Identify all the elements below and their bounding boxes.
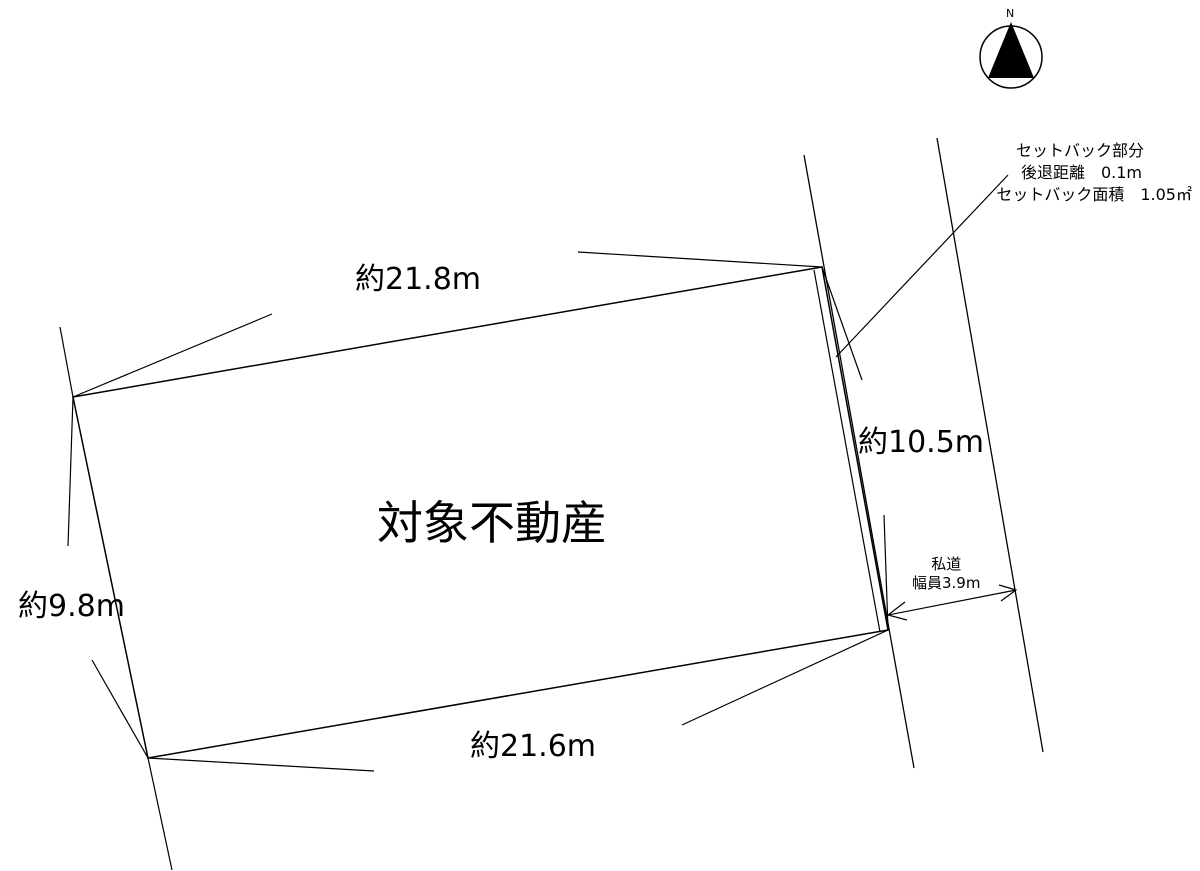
road-edge-east <box>936 137 1044 753</box>
road-name: 私道 <box>931 555 962 573</box>
road-width: 幅員3.9m <box>912 574 981 592</box>
north-arrow-icon <box>979 22 1043 89</box>
dimension-right: 約10.5m <box>858 425 985 460</box>
setback-area: セットバック面積 1.05㎡ <box>996 185 1192 204</box>
north-letter: N <box>1006 7 1015 20</box>
setback-leader <box>835 174 1009 358</box>
dimension-top: 約21.8m <box>355 262 482 297</box>
road-label: 私道 幅員3.9m <box>912 557 980 591</box>
road-width-dimension <box>887 589 1017 616</box>
lot-line-nw-c <box>67 396 74 547</box>
dimension-left: 約9.8m <box>18 589 125 624</box>
dimension-bottom: 約21.6m <box>470 729 597 764</box>
lot-line-nw-b <box>59 326 74 398</box>
property-label: 対象不動産 <box>377 496 607 550</box>
lot-line-sw-c <box>147 757 173 871</box>
arrow-head-left <box>886 601 908 621</box>
lot-line-se <box>681 629 889 726</box>
lot-line-ne <box>821 266 863 381</box>
setback-note: セットバック部分 後退距離 0.1m セットバック面積 1.05㎡ <box>996 140 1192 206</box>
setback-line <box>813 269 881 633</box>
lot-line-nw-a <box>72 313 273 398</box>
setback-title: セットバック部分 <box>1015 141 1144 160</box>
lot-line-sw-a <box>91 659 149 759</box>
lot-line-top <box>577 251 823 268</box>
lot-line-sw-b <box>147 757 375 772</box>
road-edge-west <box>803 154 915 769</box>
setback-distance: 後退距離 0.1m <box>1020 163 1142 182</box>
arrow-head-right <box>998 584 1018 602</box>
lot-line-e-stub <box>883 514 889 631</box>
